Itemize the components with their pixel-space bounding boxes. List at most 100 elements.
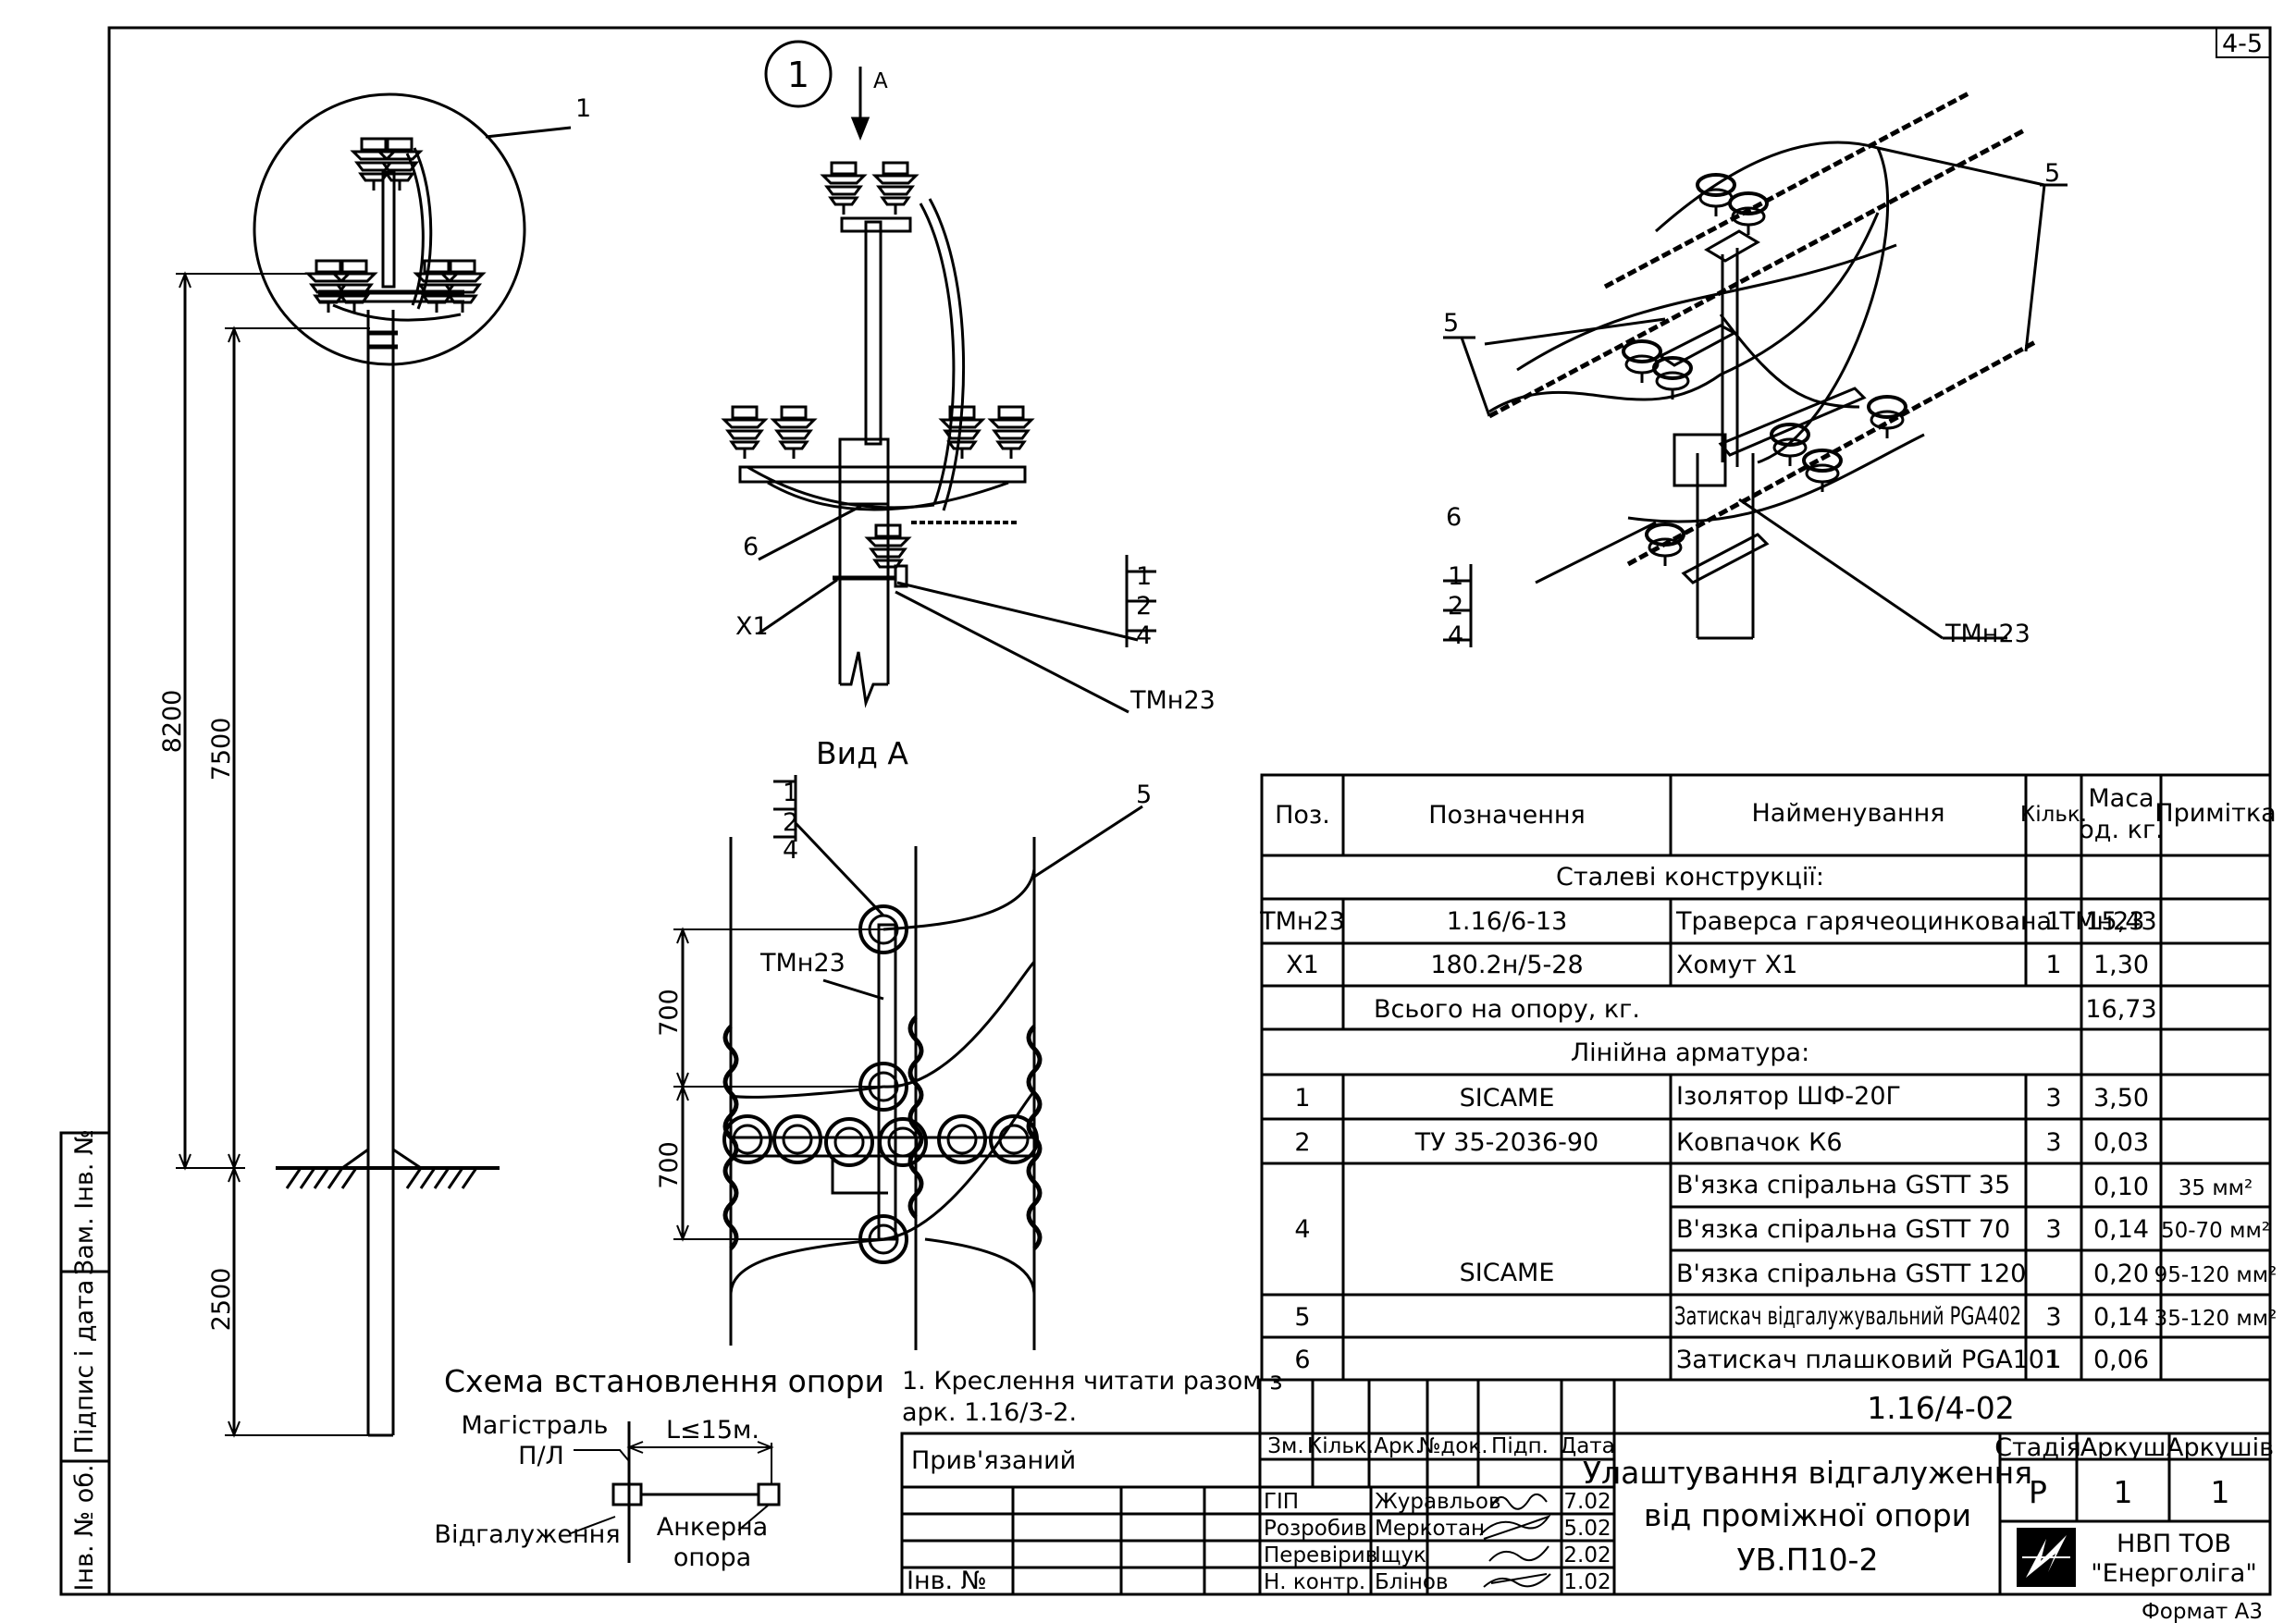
sheet-value: 1 [2114,1474,2133,1510]
scheme-distance: L≤15м. [666,1416,759,1445]
note-line-2: арк. 1.16/3-2. [902,1398,1077,1427]
rev-header-change: Зм. [1267,1434,1303,1458]
spec-gstt70-mass: 0,14 [2093,1215,2149,1244]
spec-gstt70-note: 50-70 мм² [2161,1219,2270,1243]
scheme-main-line-1: Магістраль [462,1411,609,1440]
view-arrow-label: А [873,69,888,93]
spec-tmn23-qty: 1 [2045,907,2061,936]
callout-5-iso-left: 5 [1443,309,1459,338]
callout-tmn23-detail: ТМн23 [1129,686,1216,715]
side-stamp [59,1131,111,1596]
callout-tmn23-iso: ТМн23 [1944,620,2031,648]
spec-tmn23-mass: 15,43 [2085,907,2156,936]
spec-row5-note: 35-120 мм² [2154,1307,2277,1331]
spec-header-mass-1: Маса [2088,784,2154,813]
rev-header-sheet: Арк. [1374,1434,1422,1458]
spec-header-qty: Кільк. [2020,803,2087,827]
spec-row2-name: Ковпачок К6 [1676,1128,1843,1157]
isometric-view [1443,90,2068,647]
spec-row2-mass: 0,03 [2093,1128,2149,1157]
date-developer: 5.02 [1563,1517,1611,1541]
format-label: Формат А3 [2142,1600,2263,1623]
callout-tmn23-view-a: ТМн23 [759,949,846,977]
role-norm-control: Н. контр. [1264,1570,1365,1594]
spec-row1-name: Ізолятор ШФ-20Г [1676,1082,1901,1111]
callout-1-view-a: 1 [783,779,798,807]
spec-row6-qty: 1 [2045,1346,2061,1374]
spec-header-note: Примітка [2154,799,2276,828]
org-line-1: НВП ТОВ [2117,1530,2231,1558]
insulator-icon [989,405,1033,461]
callout-2-iso: 2 [1448,592,1463,621]
insulator-icon [772,405,816,461]
rev-header-qty: Кільк. [1307,1434,1374,1458]
role-developer: Розробив [1264,1517,1367,1541]
spec-row5-pos: 5 [1294,1303,1310,1332]
scheme-title: Схема встановлення опори [444,1363,884,1399]
scheme-main-line-2: П/Л [518,1442,564,1470]
spec-row5-name: Затискач відгалужувальний PGA402 [1674,1302,2021,1331]
signature-marks [1479,1493,1551,1588]
spec-row2-pos: 2 [1294,1128,1310,1157]
callout-5-iso-right: 5 [2044,159,2060,188]
side-stamp-zam-inv: Зам. Інв. № [70,1129,99,1275]
insulator-icon [722,405,767,461]
dim-700-lower: 700 [655,1141,684,1189]
date-norm-control: 1.02 [1563,1570,1611,1594]
spec-x1-designation: 180.2н/5-28 [1430,951,1583,979]
rev-header-sign: Підп. [1491,1434,1549,1458]
insulator-icon [1696,173,1736,218]
spec-header-pos: Поз. [1275,801,1330,830]
side-stamp-signature-date: Підпис і дата [70,1280,99,1455]
callout-2-detail: 2 [1136,592,1152,621]
spec-total-mass: 16,73 [2085,995,2156,1024]
title-line-3: УВ.П10-2 [1737,1542,1879,1578]
date-checker: 2.02 [1563,1543,1611,1568]
side-stamp-inv-original: Інв. № об. [70,1464,99,1591]
installation-scheme [570,1421,781,1563]
spec-tmn23-name: Траверса гарячеоцинкована ТМн23 [1675,907,2144,936]
spec-section-line: Лінійна арматура: [1571,1039,1809,1067]
spec-gstt120-mass: 0,20 [2093,1260,2149,1288]
view-a [673,775,1143,1350]
spec-x1-name: Хомут Х1 [1676,951,1797,979]
role-checker: Перевірив [1264,1543,1377,1568]
spec-row4-designation: SICAME [1460,1259,1555,1287]
spec-row1-designation: SICAME [1460,1084,1555,1113]
doc-code: 1.16/4-02 [1867,1390,2015,1426]
spec-header-name: Найменування [1751,799,1944,828]
spec-gstt120-note: 95-120 мм² [2154,1263,2277,1287]
spec-row5-mass: 0,14 [2093,1303,2149,1332]
spec-row2-designation: ТУ 35-2036-90 [1414,1128,1599,1157]
role-gip: ГІП [1264,1490,1299,1514]
name-developer: Меркотан [1375,1517,1485,1541]
callout-6-iso: 6 [1446,503,1462,532]
dim-2500: 2500 [207,1268,236,1332]
insulator-icon [873,161,918,216]
spec-x1-pos: Х1 [1286,951,1319,979]
callout-4-detail: 4 [1136,621,1152,650]
callout-4-iso: 4 [1448,621,1463,650]
spec-header-designation: Позначення [1428,801,1586,830]
view-a-title: Вид А [816,735,908,771]
callout-1-detail: 1 [1136,562,1152,591]
stage-label: Стадія [1994,1433,2081,1462]
spec-row6-name: Затискач плашковий PGA101 [1676,1346,2060,1374]
spec-row5-qty: 3 [2045,1303,2061,1332]
spec-tmn23-designation: 1.16/6-13 [1447,907,1568,936]
scheme-anchor-1: Анкерна [657,1513,768,1542]
spec-row1-qty: 3 [2045,1084,2061,1113]
scheme-branch-label: Відгалуження [434,1520,620,1549]
rev-header-date: Дата [1560,1434,1615,1458]
title-line-1: Улаштування відгалуження [1583,1455,2032,1491]
callout-2-view-a: 2 [783,808,798,837]
scheme-anchor-2: опора [673,1543,751,1572]
callout-5-view-a: 5 [1136,781,1152,809]
callout-6-detail: 6 [743,533,759,561]
insulator-icon [1728,191,1769,237]
company-logo [2017,1528,2076,1587]
spec-row1-pos: 1 [1294,1084,1310,1113]
spec-tmn23-pos: ТМн23 [1259,907,1345,936]
dim-700-upper: 700 [655,989,684,1037]
